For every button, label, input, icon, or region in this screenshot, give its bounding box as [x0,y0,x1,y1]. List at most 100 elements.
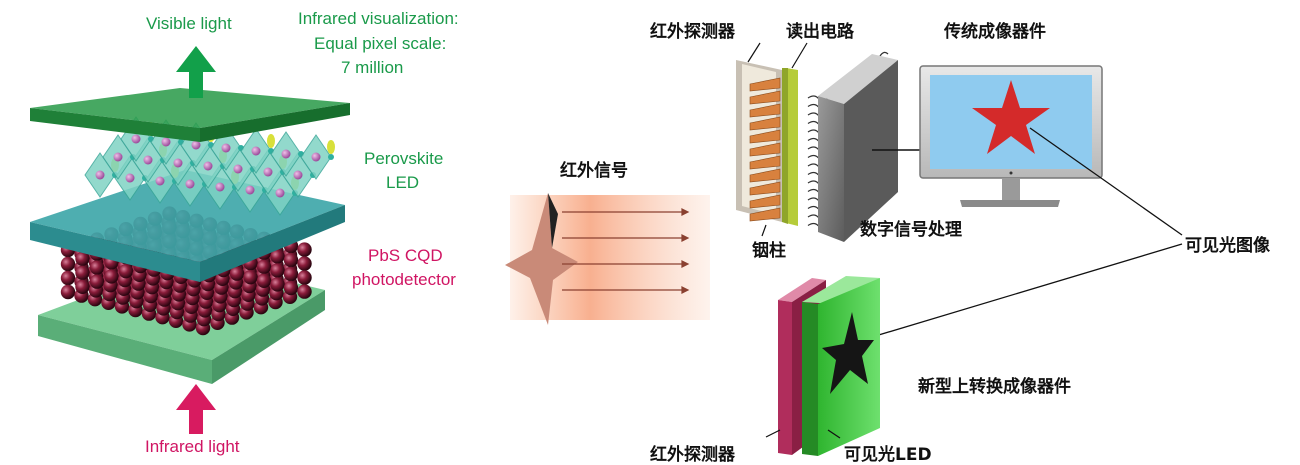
readout-circuit-layer [782,68,798,226]
indium-pillar [749,129,781,144]
perovskite-atom [185,179,195,189]
quantum-dot [270,263,285,278]
quantum-dot [297,242,312,257]
new-device-label: 新型上转换成像器件 [918,377,1071,397]
ir-visualization-line2: Equal pixel scale: [314,34,447,53]
perovskite-atom [275,188,285,198]
monitor [919,65,1103,207]
perovskite-atom [263,167,273,177]
digital-processing-chip [818,54,898,242]
ir-detector-bottom-label: 红外探测器 [650,445,735,465]
indium-pillar [749,181,781,196]
perovskite-atom [293,170,303,180]
quantum-dot [60,270,76,286]
ir-signal-label: 红外信号 [560,161,628,181]
perovskite-atom [131,134,141,144]
perovskite-atom [113,152,123,162]
perovskite-cation [267,134,275,148]
ir-star-shadow [548,193,558,248]
device-stack-illustration [30,46,350,434]
quantum-dot [297,270,312,285]
infrared-light-label: Infrared light [145,437,240,456]
indium-pillars [749,77,781,222]
perovskite-atom [251,146,261,156]
quantum-dot [229,266,245,281]
indium-pillar [749,194,781,209]
readout-leader [791,42,808,69]
digital-processing-label: 数字信号处理 [860,220,962,240]
indium-pillar [749,207,781,222]
ir-visualization-line3: 7 million [341,58,404,77]
visible-image-leader-top [1029,127,1183,236]
indium-pillar [749,77,781,92]
quantum-dot [283,252,299,268]
ir-star-shape [505,193,578,325]
quantum-dot [297,256,312,271]
quantum-dot [297,284,312,299]
pbs-label-line2: photodetector [352,270,456,289]
quantum-dot [75,265,90,280]
perovskite-atom [155,176,165,186]
perovskite-label-line2: LED [386,173,420,192]
perovskite-label-line1: Perovskite [364,149,444,168]
upconversion-visible-led [802,276,880,456]
perovskite-atom [215,182,225,192]
visible-image-label: 可见光图像 [1185,236,1270,256]
quantum-dot [118,264,134,279]
perovskite-atom [221,143,231,153]
perovskite-atom [161,137,171,147]
pbs-label-line1: PbS CQD [368,246,443,265]
traditional-device-label: 传统成像器件 [944,22,1046,42]
indium-pillar [749,155,781,170]
indium-pillar [749,103,781,118]
upconversion-imaging-device [765,276,880,456]
perovskite-atom [173,158,183,168]
perovskite-atom [311,152,321,162]
perovskite-atom [125,173,135,183]
quantum-dot [89,260,105,275]
quantum-dot [270,249,285,264]
perovskite-cation [327,140,335,154]
indium-pillar [749,116,781,131]
quantum-dot [75,251,90,266]
indium-pillar [749,168,781,183]
ir-visualization-line1: Infrared visualization: [298,9,459,28]
infrared-signal-beam [505,193,710,325]
indium-leader [761,224,767,237]
infrared-light-arrow [176,384,216,434]
bottom-detector-leader [765,429,781,438]
traditional-imaging-device [736,42,1103,242]
quantum-dot [60,284,76,300]
quantum-dot [89,274,105,289]
quantum-dot [256,259,272,274]
monitor-star [972,80,1050,154]
quantum-dot [104,269,119,284]
perovskite-atom [95,170,105,180]
perovskite-atom [203,161,213,171]
indium-pillar [749,142,781,157]
quantum-dot [243,270,258,285]
visible-light-arrow [176,46,216,98]
ir-detector-leader [747,42,761,63]
quantum-dot [60,256,76,272]
led-star [822,312,874,394]
top-electrode-layer [30,88,350,142]
perovskite-atom [233,164,243,174]
perovskite-atom [245,185,255,195]
perovskite-atom [143,155,153,165]
ir-signal-arrows [562,208,690,294]
visible-led-label: 可见光LED [844,445,932,465]
chip-pin [879,51,889,57]
ir-detector-top-label: 红外探测器 [650,22,735,42]
indium-pillar [749,90,781,105]
visible-light-label: Visible light [146,14,232,33]
readout-circuit-label: 读出电路 [786,22,854,42]
perovskite-atom [281,149,291,159]
quantum-dot [283,280,299,296]
quantum-dot [270,277,285,292]
led-leader [827,429,841,439]
perovskite-atom [191,140,201,150]
perovskite-crystal-lattice [84,116,335,216]
indium-pillar-label: 铟柱 [752,241,786,261]
